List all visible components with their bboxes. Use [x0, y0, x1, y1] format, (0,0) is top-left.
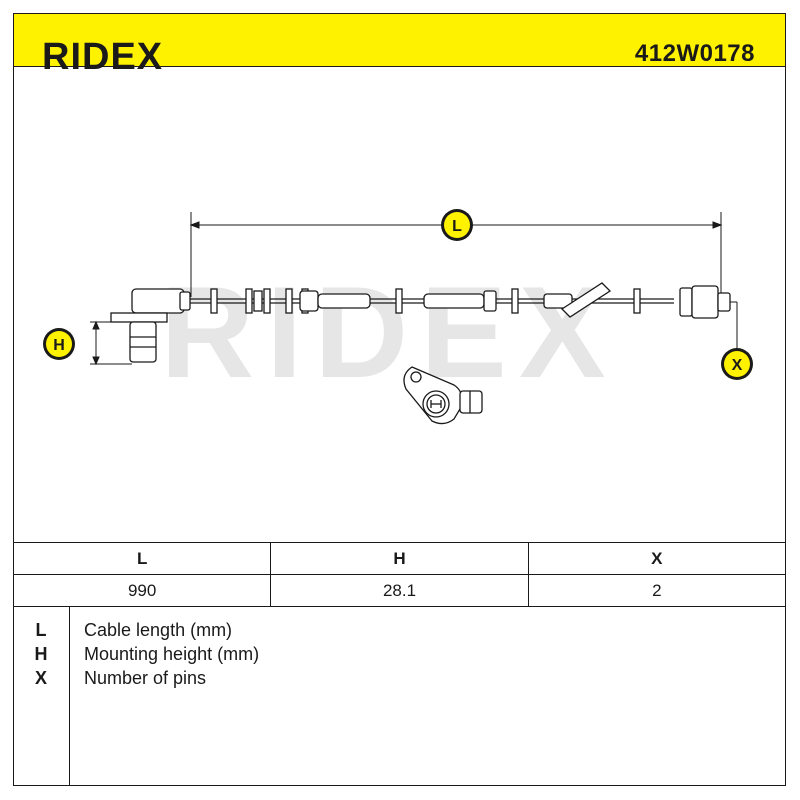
cable-sleeve-4	[543, 293, 573, 309]
legend-row: H Mounting height (mm)	[14, 644, 785, 668]
leader-X	[730, 301, 738, 349]
sensor-detail-view	[403, 366, 483, 425]
cable-clip-6	[395, 288, 403, 314]
dimension-H-arrow-bottom	[92, 356, 100, 366]
marker-H-label: H	[53, 337, 65, 354]
marker-H: H	[43, 328, 75, 360]
legend-key: L	[35, 620, 47, 640]
cable-clip-7	[511, 288, 519, 314]
connector-body	[691, 285, 719, 319]
cable-clip-1	[210, 288, 218, 314]
legend-description: Number of pins	[84, 668, 207, 688]
sensor-mount-flange	[110, 312, 168, 323]
sensor-head-collar	[179, 291, 191, 311]
cable-clip-8	[633, 288, 641, 314]
watermark-text: RIDEX	[160, 259, 617, 405]
marker-X: X	[721, 348, 753, 380]
sensor-probe	[129, 321, 157, 363]
legend-panel: L Cable length (mm) H Mounting height (m…	[13, 606, 786, 786]
spec-value-H: 28.1	[270, 574, 529, 607]
header-bar: RIDEX 412W0178	[13, 13, 786, 74]
dimension-L-arrow-left	[189, 221, 200, 229]
cable-sleeve-3	[423, 293, 485, 309]
legend-row: X Number of pins	[14, 668, 785, 692]
cable-sleeve-1	[299, 290, 319, 312]
brand-logo-text: RIDEX	[42, 38, 163, 74]
cable-grommet-2	[483, 290, 497, 312]
part-number: 412W0178	[634, 40, 755, 67]
legend-key: H	[34, 644, 48, 664]
spec-col-H: H	[270, 542, 529, 575]
legend-description: Mounting height (mm)	[84, 644, 260, 664]
sensor-cable	[110, 282, 731, 363]
spec-col-L: L	[12, 542, 272, 575]
marker-L-label: L	[452, 218, 462, 235]
spec-table-value-row: 990 28.1 2	[12, 574, 787, 607]
spec-value-X: 2	[527, 574, 787, 607]
dimension-H	[90, 320, 132, 366]
dimension-H-arrow-top	[92, 320, 100, 330]
legend-row: L Cable length (mm)	[14, 620, 785, 644]
marker-L: L	[441, 209, 473, 241]
cable-bracket	[560, 282, 612, 318]
sensor-head-body	[131, 288, 185, 314]
cable-clip-4	[285, 288, 293, 314]
connector-tip	[717, 292, 731, 312]
spec-value-L: 990	[12, 574, 272, 607]
marker-X-label: X	[732, 357, 743, 374]
spec-col-X: X	[527, 542, 787, 575]
technical-drawing: RIDEX L	[43, 209, 753, 425]
legend-description: Cable length (mm)	[84, 620, 233, 640]
sensor-detail-mount-hole	[410, 371, 422, 383]
legend-divider	[69, 606, 70, 785]
legend-key: X	[34, 668, 47, 688]
dimension-L-arrow-right	[712, 221, 723, 229]
sensor-detail-outlet	[459, 390, 483, 414]
connector-collar	[679, 287, 693, 317]
cable-clip-2	[245, 288, 253, 314]
cable-grommet-1	[253, 290, 263, 312]
spec-table-header-row: L H X	[12, 542, 787, 575]
cable-clip-3	[263, 288, 271, 314]
brand-logo: RIDEX	[42, 38, 163, 74]
spec-table: L H X 990 28.1 2	[12, 542, 787, 607]
cable-sleeve-2	[317, 293, 371, 309]
